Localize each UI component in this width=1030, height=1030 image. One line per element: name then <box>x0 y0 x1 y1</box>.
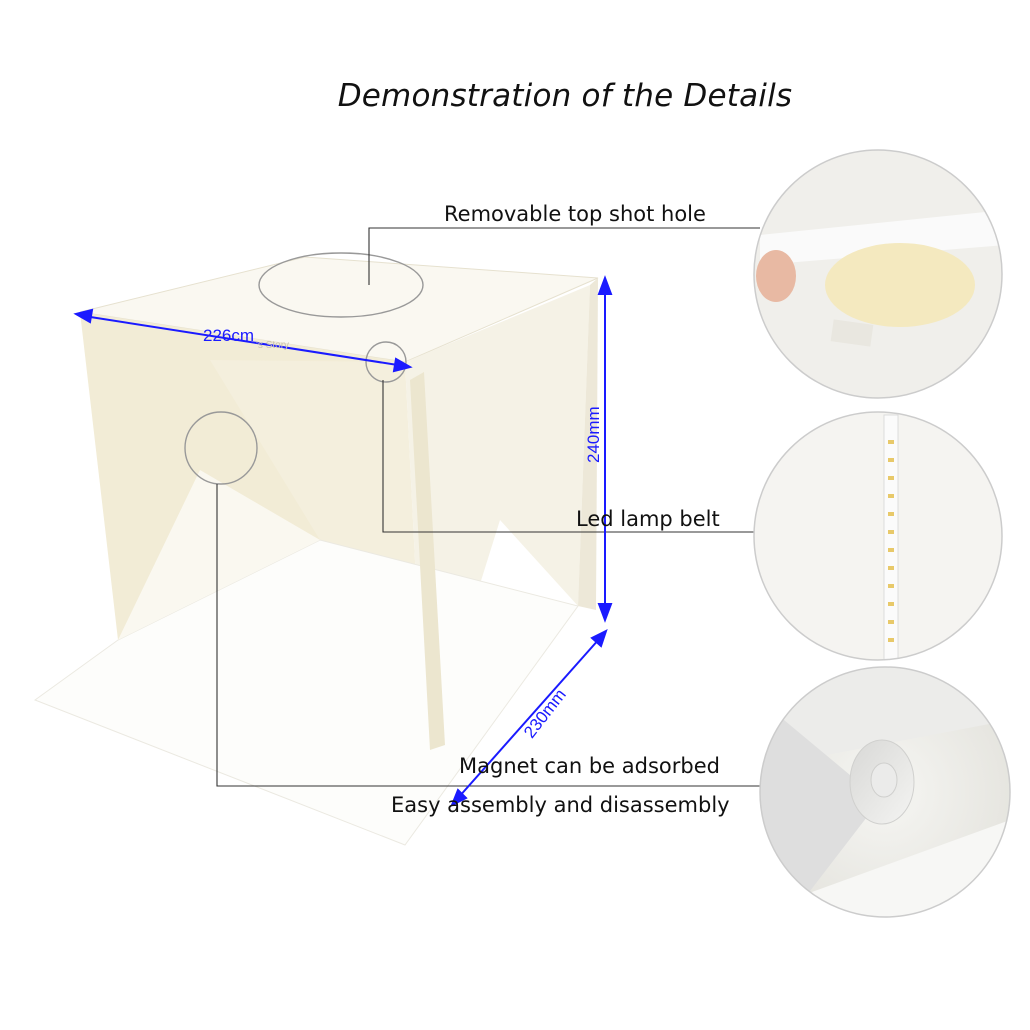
height-dimension-label: 240mm <box>584 406 603 463</box>
lightbox <box>33 256 599 846</box>
led-marker <box>365 341 407 383</box>
width-dimension-label: 226cm <box>203 326 255 345</box>
callout-magnet: Magnet can be adsorbed <box>459 754 720 778</box>
magnet-marker <box>184 411 258 485</box>
watermark-text: 's Story <box>256 340 290 351</box>
detail-magnet <box>759 666 1011 918</box>
detail-led-strip <box>753 411 1003 661</box>
dimension-arrows <box>73 275 613 808</box>
page-title: Demonstration of the Details <box>337 78 793 114</box>
callout-top-hole: Removable top shot hole <box>444 202 706 226</box>
detail-top-hole <box>753 149 1003 399</box>
leader-lines <box>216 227 760 787</box>
callout-assembly: Easy assembly and disassembly <box>391 793 730 817</box>
callout-led: Led lamp belt <box>576 507 720 531</box>
top-hole-marker <box>258 252 424 318</box>
